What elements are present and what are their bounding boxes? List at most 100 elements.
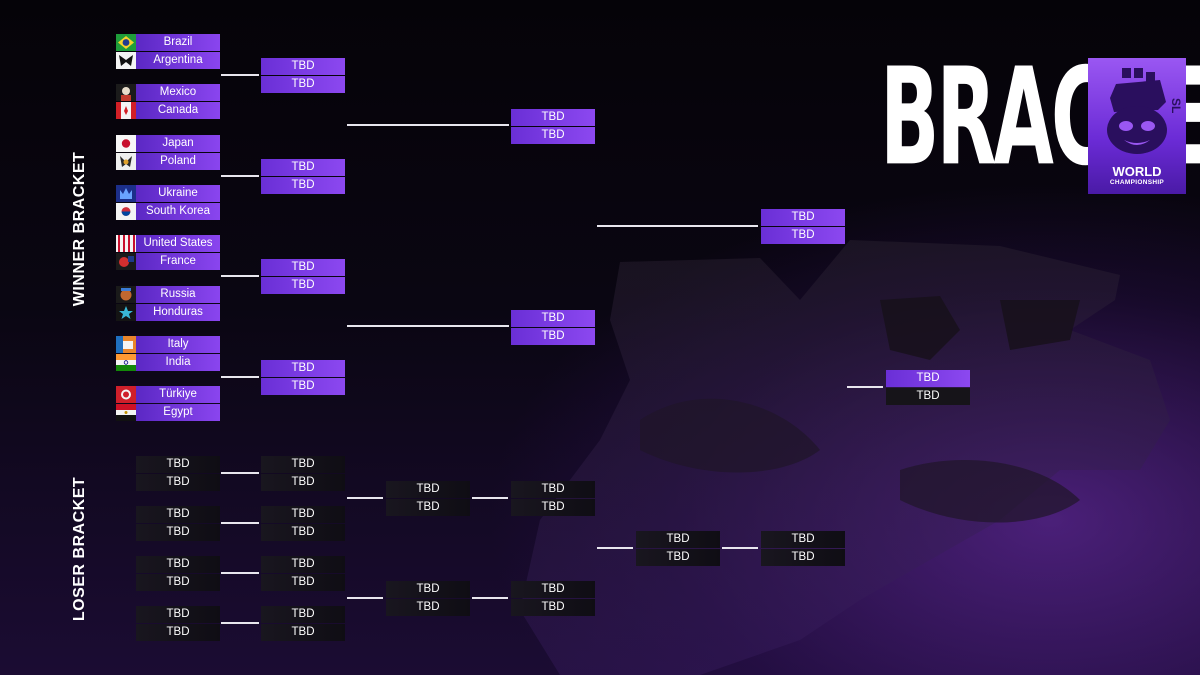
russia-team-icon: [116, 286, 136, 303]
match-slot: TBD: [761, 227, 845, 244]
match-slot: TBD: [511, 310, 595, 327]
match-slot: TBD: [261, 456, 345, 473]
team-name: Türkiye: [136, 386, 220, 403]
match-slot: TBD: [761, 531, 845, 548]
team-name: South Korea: [136, 203, 220, 220]
match-slot: TBD: [261, 360, 345, 377]
match-slot: TBD: [261, 624, 345, 641]
match-slot: TBD: [261, 474, 345, 491]
connector-line: [221, 522, 259, 524]
match-slot: TBD: [386, 581, 470, 598]
connector-line: [221, 74, 259, 76]
team-name: Honduras: [136, 304, 220, 321]
match-slot: TBD: [511, 599, 595, 616]
india-flag-icon: [116, 354, 136, 371]
svg-text:SL: SL: [1169, 98, 1183, 113]
match-slot: TBD: [386, 499, 470, 516]
match-slot: TBD: [261, 177, 345, 194]
connector-line: [847, 386, 883, 388]
connector-line: [221, 175, 259, 177]
connector-line: [472, 497, 508, 499]
team-entry: Poland: [116, 153, 220, 170]
italy-team-icon: [116, 336, 136, 353]
team-entry: Italy: [116, 336, 220, 353]
match-slot: TBD: [261, 58, 345, 75]
page-title: BRACKET: [880, 41, 1200, 197]
argentina-team-icon: [116, 52, 136, 69]
connector-line: [347, 325, 509, 327]
match-slot: TBD: [386, 481, 470, 498]
logo-title-world: WORLD: [1112, 164, 1162, 179]
team-name: Poland: [136, 153, 220, 170]
match-slot: TBD: [136, 606, 220, 623]
match-slot: TBD: [136, 456, 220, 473]
team-name: Canada: [136, 102, 220, 119]
match-slot: TBD: [261, 76, 345, 93]
canada-flag-icon: [116, 102, 136, 119]
connector-line: [221, 572, 259, 574]
connector-line: [347, 497, 383, 499]
team-entry: Ukraine: [116, 185, 220, 202]
match-slot: TBD: [511, 481, 595, 498]
turkiye-team-icon: [116, 386, 136, 403]
mexico-team-icon: [116, 84, 136, 101]
match-slot: TBD: [136, 474, 220, 491]
match-slot: TBD: [511, 328, 595, 345]
team-name: United States: [136, 235, 220, 252]
team-entry: Egypt: [116, 404, 220, 421]
team-entry: Canada: [116, 102, 220, 119]
team-name: Italy: [136, 336, 220, 353]
connector-line: [472, 597, 508, 599]
match-slot: TBD: [261, 606, 345, 623]
honduras-team-icon: [116, 304, 136, 321]
match-slot: TBD: [511, 499, 595, 516]
team-entry: Japan: [116, 135, 220, 152]
match-slot: TBD: [761, 549, 845, 566]
united-states-flag-icon: [116, 235, 136, 252]
loser-bracket-label: LOSER BRACKET: [71, 476, 88, 622]
japan-flag-icon: [116, 135, 136, 152]
match-slot: TBD: [636, 531, 720, 548]
connector-line: [597, 547, 633, 549]
match-slot: TBD: [761, 209, 845, 226]
match-slot: TBD: [261, 378, 345, 395]
winner-bracket-label: WINNER BRACKET: [71, 151, 88, 307]
team-name: India: [136, 354, 220, 371]
team-entry: United States: [116, 235, 220, 252]
team-name: Brazil: [136, 34, 220, 51]
connector-line: [221, 275, 259, 277]
team-entry: Mexico: [116, 84, 220, 101]
team-name: Ukraine: [136, 185, 220, 202]
france-team-icon: [116, 253, 136, 270]
match-slot: TBD: [511, 127, 595, 144]
match-slot: TBD: [261, 574, 345, 591]
ukraine-team-icon: [116, 185, 136, 202]
match-slot: TBD: [511, 581, 595, 598]
match-slot: TBD: [636, 549, 720, 566]
team-name: Mexico: [136, 84, 220, 101]
match-slot: TBD: [261, 556, 345, 573]
match-slot: TBD: [261, 277, 345, 294]
team-entry: Honduras: [116, 304, 220, 321]
match-slot: TBD: [261, 259, 345, 276]
team-name: France: [136, 253, 220, 270]
match-slot: TBD: [136, 524, 220, 541]
championship-logo: SL WORLD CHAMPIONSHIP: [1088, 58, 1186, 194]
match-slot: TBD: [886, 388, 970, 405]
south-korea-flag-icon: [116, 203, 136, 220]
team-entry: India: [116, 354, 220, 371]
match-slot: TBD: [386, 599, 470, 616]
team-entry: Türkiye: [116, 386, 220, 403]
connector-line: [221, 622, 259, 624]
connector-line: [722, 547, 758, 549]
match-slot: TBD: [136, 556, 220, 573]
team-entry: Brazil: [116, 34, 220, 51]
match-slot: TBD: [261, 524, 345, 541]
connector-line: [597, 225, 758, 227]
logo-title-championship: CHAMPIONSHIP: [1109, 179, 1165, 186]
connector-line: [347, 124, 509, 126]
crown-mascot-icon: SL: [1107, 68, 1183, 154]
match-slot: TBD: [136, 506, 220, 523]
